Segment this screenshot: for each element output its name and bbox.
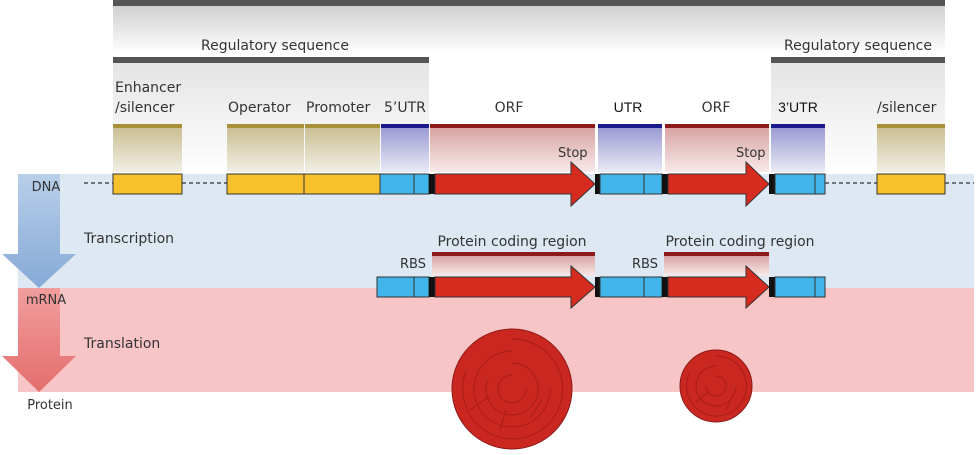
orf-label-2: ORF [702, 100, 731, 116]
silencer-right-underline [877, 124, 945, 128]
orf1-underline [430, 124, 595, 128]
regulatory-bar-top [113, 0, 945, 6]
protein-1-folds [462, 338, 564, 440]
mrna-stop-codon-1 [595, 277, 600, 297]
protein-coding-region-label-1: Protein coding region [437, 234, 586, 250]
utr5-label: 5’UTR [384, 100, 426, 116]
enhancer-underline [113, 124, 182, 128]
utr-mid-label: UTR [614, 99, 643, 115]
protein-2-folds [685, 355, 748, 417]
protein-1-body [451, 328, 573, 450]
orf1-arrow [434, 160, 596, 208]
orf2-underline [665, 124, 769, 128]
utr3-box [774, 173, 826, 195]
pcr2-underline [664, 252, 769, 256]
translation-arrow [2, 288, 76, 392]
protein-2-body [679, 349, 753, 423]
rbs-label-1: RBS [400, 257, 426, 272]
operator-fan [227, 128, 304, 172]
stop-codon-1 [595, 174, 600, 194]
transcription-label: Transcription [83, 231, 174, 247]
stop-label-1: Stop [558, 146, 588, 161]
enhancer-fan [113, 128, 182, 172]
silencer-label-right: /silencer [877, 100, 937, 116]
transcription-arrow [2, 174, 76, 288]
regulatory-bar-right [771, 57, 945, 63]
start-codon-2 [662, 174, 668, 194]
protein-coding-region-label-2: Protein coding region [665, 234, 814, 250]
enhancer-box [112, 173, 183, 195]
operator-underline [227, 124, 304, 128]
orf2-arrow [667, 160, 770, 208]
mrna-label: mRNA [26, 293, 66, 308]
utr-mid-underline [598, 124, 662, 128]
orf2-fan [665, 128, 769, 172]
pcr1-fan [432, 256, 595, 276]
protein-label: Protein [27, 398, 73, 413]
operator-box [226, 173, 305, 195]
promoter-box [303, 173, 381, 195]
protein-blob-1 [451, 328, 573, 450]
utr5-box [379, 173, 430, 195]
pcr1-underline [432, 252, 595, 256]
operator-label: Operator [228, 100, 291, 116]
promoter-underline [305, 124, 380, 128]
enhancer-label: Enhancer [115, 80, 181, 96]
promoter-label: Promoter [306, 100, 371, 116]
start-codon-1 [429, 174, 435, 194]
mrna-start-codon-1 [429, 277, 435, 297]
utr3-underline [771, 124, 825, 128]
orf1-fan [430, 128, 595, 172]
mrna-utr3-box [774, 276, 826, 298]
utr5-fan [381, 128, 429, 172]
rbs-label-2: RBS [632, 257, 658, 272]
mrna-orf1-arrow [434, 264, 596, 310]
regulatory-sequence-right-label: Regulatory sequence [784, 38, 932, 54]
dna-label: DNA [32, 180, 61, 195]
promoter-fan [305, 128, 380, 172]
utr3-fan [771, 128, 825, 172]
mrna-elements [376, 264, 826, 310]
mrna-start-codon-2 [662, 277, 668, 297]
element-underlines [113, 124, 945, 172]
pcr2-fan [664, 256, 769, 276]
utr3-label: 3’UTR [778, 99, 818, 115]
translation-label: Translation [83, 336, 160, 352]
regulatory-bar-left [113, 57, 429, 63]
utr5-underline [381, 124, 429, 128]
mrna-stop-codon-2 [769, 277, 775, 297]
stop-label-2: Stop [736, 146, 766, 161]
orf-label-1: ORF [495, 100, 524, 116]
utr-mid-fan [598, 128, 662, 172]
mrna-utr-mid-box [599, 276, 663, 298]
silencer-label-left: /silencer [115, 100, 175, 116]
silencer-right-box [876, 173, 946, 195]
regulatory-gradient-top [113, 6, 945, 54]
dna-elements [112, 160, 946, 208]
protein-blob-2 [679, 349, 753, 423]
stop-codon-2 [769, 174, 775, 194]
utr-mid-box [599, 173, 663, 195]
silencer-right-fan [877, 128, 945, 172]
regulatory-sequence-left-label: Regulatory sequence [201, 38, 349, 54]
mrna-utr5-box [376, 276, 430, 298]
mrna-orf2-arrow [667, 264, 770, 310]
